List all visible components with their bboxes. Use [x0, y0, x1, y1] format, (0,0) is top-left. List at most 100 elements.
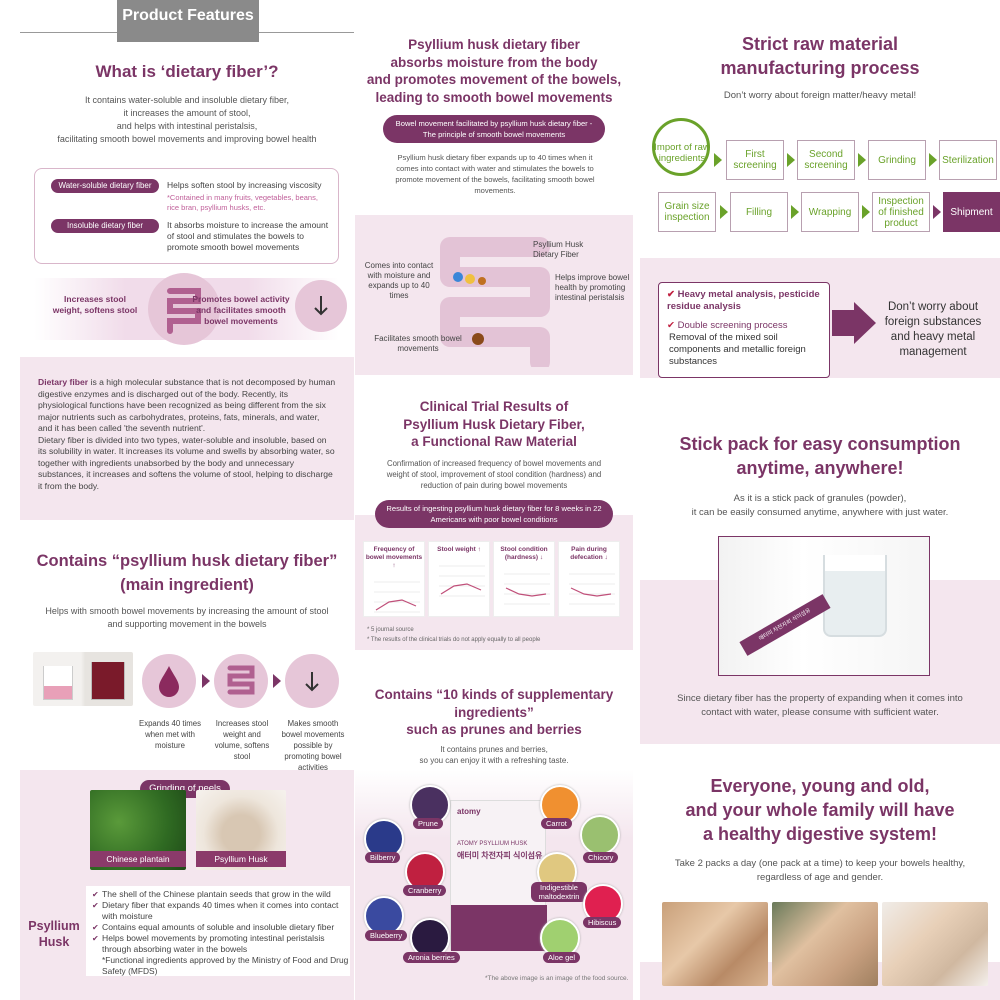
aloe-icon — [540, 918, 580, 958]
intestine-icon — [148, 273, 220, 345]
family-photo-3 — [882, 902, 988, 986]
definition-panel: Dietary fiber is a high molecular substa… — [20, 357, 354, 520]
process-step: Sterilization — [939, 140, 997, 180]
image-note: *The above image is an image of the food… — [485, 975, 629, 982]
aronia-icon — [410, 918, 450, 958]
bullet-item: The shell of the Chinese plantain seeds … — [92, 889, 346, 900]
process-step: Grinding — [868, 140, 926, 180]
psyllium-bullets: The shell of the Chinese plantain seeds … — [86, 886, 350, 955]
box-line1: ATOMY PSYLLIUM HUSK — [457, 841, 528, 847]
water-drop-icon — [142, 654, 196, 708]
ingredient-label: Aronia berries — [403, 952, 460, 963]
clinical-desc: Confirmation of increased frequency of b… — [386, 459, 602, 490]
trial-note-2: * The results of the clinical trials do … — [367, 637, 541, 643]
diagram-move-label: Facilitates smooth bowel movements — [374, 334, 462, 353]
clinical-chart-plot — [504, 573, 550, 605]
stick-title: Stick pack for easy consumption anytime,… — [679, 434, 961, 478]
process-step: Second screening — [797, 140, 855, 180]
diagram-contact-label: Comes into contact with moisture and exp… — [364, 261, 434, 300]
clinical-chart-plot — [439, 565, 485, 597]
clinical-chart-plot — [569, 573, 615, 605]
beaker-after — [91, 662, 125, 700]
box-brand: atomy — [457, 807, 481, 816]
process-arrow — [787, 153, 795, 167]
clinical-chart-title: Frequency of bowel movements ↑ — [365, 546, 423, 569]
trial-note-1: * 5 journal source — [367, 627, 414, 633]
insoluble-label: Insoluble dietary fiber — [51, 219, 159, 233]
step2-text: Increases stool weight and volume, softe… — [214, 719, 270, 761]
ingredient-label: Chicory — [583, 852, 619, 863]
process-arrow — [929, 153, 937, 167]
box-band — [451, 905, 547, 951]
clinical-chart-title: Stool weight ↑ — [437, 546, 481, 553]
blueberry-icon — [364, 896, 404, 936]
gut-right-text: Promotes bowel activity and facilitates … — [192, 294, 290, 326]
psyllium-side-title: Psyllium Husk — [28, 919, 80, 949]
plantain-label: Chinese plantain — [90, 851, 186, 867]
bullet-item: Contains equal amounts of soluble and in… — [92, 922, 346, 933]
dietary-fiber-desc: It contains water-soluble and insoluble … — [57, 95, 317, 144]
chart-line — [570, 587, 612, 597]
bowel-icon — [285, 654, 339, 708]
supplement-title: Contains “10 kinds of supplementary ingr… — [374, 687, 614, 737]
process-step: Inspection of finished product — [872, 192, 930, 232]
product-features-tab: Product Features — [117, 0, 259, 42]
soluble-note: *Contained in many fruits, vegetables, b… — [167, 193, 318, 212]
column-process: Strict raw material manufacturing proces… — [640, 0, 1000, 1000]
check-double-screen-desc: Removal of the mixed soil components and… — [669, 332, 806, 367]
family-photo-1 — [662, 902, 768, 986]
beaker-before — [43, 666, 73, 700]
chart-line — [440, 583, 482, 595]
process-arrow — [714, 153, 722, 167]
absorbs-title: Psyllium husk dietary fiber absorbs mois… — [366, 37, 622, 105]
clinical-chart-title: Pain during defecation ↓ — [570, 546, 608, 561]
husk-label: Psyllium Husk — [196, 851, 286, 867]
fiber-types-box: Water-soluble dietary fiber Helps soften… — [34, 168, 339, 264]
process-arrow — [858, 153, 866, 167]
chicory-icon — [580, 815, 620, 855]
check-icon: ✔ — [667, 289, 675, 300]
process-arrow — [791, 205, 799, 219]
process-step: Grain size inspection — [658, 192, 716, 232]
ingredient-label: Hibiscus — [583, 917, 622, 928]
family-title: Everyone, young and old, and your whole … — [685, 776, 955, 844]
soluble-text: Helps soften stool by increasing viscosi… — [167, 180, 322, 190]
intestine-small-icon — [214, 654, 268, 708]
psyllium-title: Contains “psyllium husk dietary fiber” (… — [36, 552, 338, 594]
clinical-chart: Stool condition (hardness) ↓ — [493, 541, 555, 617]
stick-desc: As it is a stick pack of granules (powde… — [691, 493, 949, 518]
ingredient-label: Aloe gel — [543, 952, 581, 963]
big-arrow-body — [832, 310, 856, 336]
chart-line — [505, 587, 547, 597]
step1-text: Expands 40 times when met with moisture — [139, 719, 201, 750]
column-psyllium-effect: Psyllium husk dietary fiber absorbs mois… — [355, 0, 633, 1000]
principle-desc: Psyllium husk dietary fiber expands up t… — [395, 153, 595, 195]
clinical-chart-title: Stool condition (hardness) ↓ — [500, 546, 548, 561]
process-step: First screening — [726, 140, 784, 180]
screening-panel: ✔ Heavy metal analysis, pesticide residu… — [640, 258, 1000, 378]
supplement-desc: It contains prunes and berries, so you c… — [419, 745, 569, 765]
water-note: Since dietary fiber has the property of … — [677, 693, 963, 718]
screening-box: ✔ Heavy metal analysis, pesticide residu… — [658, 282, 830, 378]
stick-pack: 애터미 차전자피 식이섬유 — [739, 594, 831, 656]
chart-line — [375, 599, 417, 611]
box-line2: 애터미 차전자피 식이섬유 — [457, 851, 543, 860]
psyllium-bullets-box: The shell of the Chinese plantain seeds … — [86, 886, 350, 976]
gut-left-text: Increases stool weight, softens stool — [52, 294, 138, 315]
column-dietary-fiber: Product Features What is ‘dietary fiber’… — [20, 0, 354, 1000]
step-arrow-1 — [202, 674, 210, 688]
check-double-screen: ✔ Double screening process — [667, 320, 788, 331]
beaker-photo — [33, 652, 133, 706]
insoluble-text: It absorbs moisture to increase the amou… — [167, 220, 329, 252]
check-icon: ✔ — [667, 320, 675, 331]
step3-text: Makes smooth bowel movements possible by… — [281, 719, 345, 772]
clinical-chart: Pain during defecation ↓ — [558, 541, 620, 617]
process-arrow — [933, 205, 941, 219]
dont-worry-text: Don’t worry about foreign substances and… — [884, 301, 982, 358]
process-step: Shipment — [943, 192, 1000, 232]
process-step: Filling — [730, 192, 788, 232]
process-subtitle: Don’t worry about foreign matter/heavy m… — [723, 90, 917, 101]
soluble-label: Water-soluble dietary fiber — [51, 179, 159, 193]
family-desc: Take 2 packs a day (one pack at a time) … — [674, 858, 966, 883]
process-step: Import of raw ingredients — [654, 142, 710, 164]
